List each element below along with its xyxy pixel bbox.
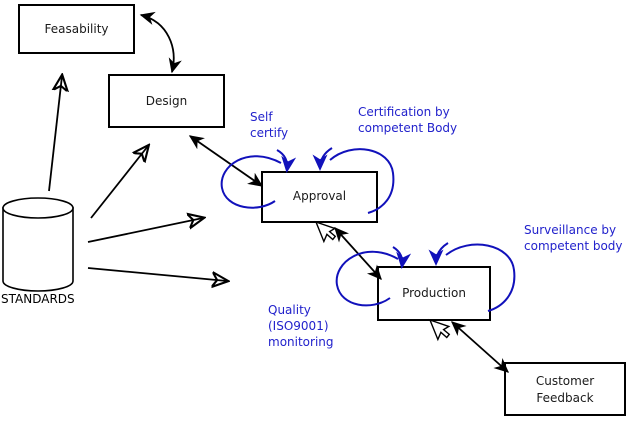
node-approval[interactable]: Approval (261, 171, 378, 223)
node-customer-feedback-label-line2: Feedback (536, 391, 593, 405)
annotation-quality-line3: monitoring (268, 335, 334, 349)
node-approval-box[interactable] (261, 171, 378, 223)
node-feasability-box[interactable] (18, 4, 135, 54)
node-design-label: Design (146, 94, 187, 108)
annotation-surveillance: Surveillance by competent body (524, 223, 623, 253)
annotation-quality: Quality (ISO9001) monitoring (268, 303, 334, 349)
cursor-pointer-icon (314, 220, 337, 244)
annotation-surveillance-line1: Surveillance by (524, 223, 616, 237)
loop-quality-arrow (392, 246, 412, 269)
edge-standards-approval (87, 218, 203, 243)
node-production-box[interactable] (377, 266, 491, 321)
standards-cylinder-body[interactable] (2, 207, 74, 292)
annotation-surveillance-line2: competent body (524, 239, 623, 253)
edge-standards-design (90, 146, 148, 219)
edge-standards-production (87, 267, 227, 281)
node-approval-label: Approval (293, 189, 346, 203)
annotation-certification-line2: competent Body (358, 121, 457, 135)
loop-surveillance-arrow (428, 242, 449, 266)
node-standards-label: STANDARDS (1, 292, 75, 306)
annotation-certification: Certification by competent Body (358, 105, 457, 135)
node-feasability-label: Feasability (44, 22, 108, 36)
edge-feasability-design (139, 11, 182, 74)
loop-self-certify-arrow (276, 149, 297, 173)
node-customer-feedback-label-line1: Customer (536, 374, 594, 388)
node-customer-feedback[interactable]: Customer Feedback (504, 362, 626, 416)
loop-self-certify (220, 155, 282, 209)
loop-quality (335, 250, 399, 307)
node-standards[interactable]: STANDARDS (1, 197, 75, 306)
node-design-box[interactable] (108, 74, 225, 128)
node-production[interactable]: Production (377, 266, 491, 321)
node-customer-feedback-box[interactable] (504, 362, 626, 416)
node-production-label: Production (402, 286, 466, 300)
node-design[interactable]: Design (108, 74, 225, 128)
loop-certification (329, 148, 395, 214)
loop-surveillance (445, 243, 516, 312)
annotation-self-certify-line2: certify (250, 126, 288, 140)
annotation-self-certify: Self certify (250, 110, 288, 140)
edge-production-customer-feedback (450, 321, 510, 373)
edge-standards-feasability (48, 76, 62, 192)
annotation-quality-line1: Quality (268, 303, 311, 317)
annotation-self-certify-line1: Self (250, 110, 273, 124)
annotation-quality-line2: (ISO9001) (268, 319, 329, 333)
cursor-production (428, 318, 451, 342)
edge-design-approval (188, 135, 264, 187)
cursor-approval (314, 220, 337, 244)
cursor-pointer-icon-2 (428, 318, 451, 342)
node-feasability[interactable]: Feasability (18, 4, 135, 54)
loop-certification-arrow (312, 147, 333, 171)
standards-cylinder-top[interactable] (2, 197, 74, 219)
annotation-certification-line1: Certification by (358, 105, 450, 119)
